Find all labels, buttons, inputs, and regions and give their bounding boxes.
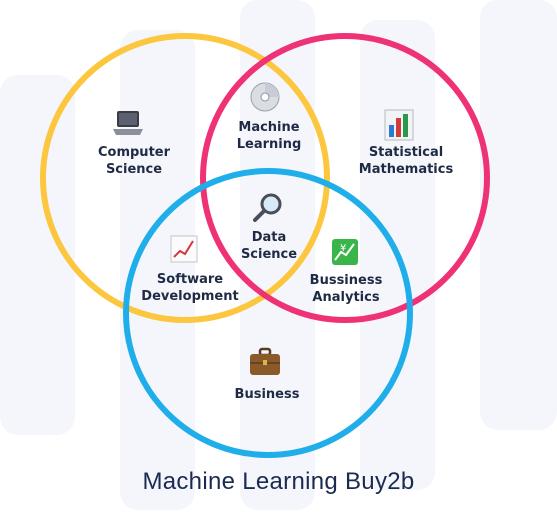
data-science-label: Data Science	[241, 229, 297, 263]
laptop-icon	[111, 106, 145, 140]
computer-science-ring	[40, 33, 330, 323]
statistics-ring	[200, 33, 490, 323]
yen-chart-icon: ¥	[328, 235, 362, 269]
label-line-2: Science	[105, 162, 163, 177]
label-line-2: Learning	[236, 137, 302, 152]
label-line-1: Machine	[238, 120, 300, 135]
label-line-1: Statistical	[368, 145, 444, 160]
svg-text:¥: ¥	[340, 243, 346, 254]
machine-learning-label: Machine Learning	[237, 119, 302, 153]
background-bar	[480, 0, 557, 430]
business-ring	[123, 168, 413, 458]
label-line-2: Development	[141, 289, 239, 304]
computer-science-label: Computer Science	[98, 144, 170, 178]
bar-chart-icon	[382, 108, 416, 142]
statistical-mathematics-label: Statistical Mathematics	[359, 144, 453, 178]
magnifier-icon	[251, 191, 285, 225]
briefcase-icon	[248, 345, 282, 379]
label-line-1: Business	[234, 387, 300, 402]
label-line-1: Bussiness	[309, 273, 383, 288]
line-chart-icon	[167, 232, 201, 266]
label-line-1: Data	[251, 230, 287, 245]
label-line-2: Science	[240, 247, 298, 262]
label-line-1: Computer	[97, 145, 171, 160]
software-development-label: Software Development	[141, 271, 238, 305]
label-line-1: Software	[156, 272, 224, 287]
business-analytics-label: Bussiness Analytics	[310, 272, 383, 306]
disc-icon	[248, 80, 282, 114]
diagram-title: Machine Learning Buy2b	[142, 468, 415, 495]
business-label: Business	[235, 386, 300, 403]
label-line-2: Analytics	[312, 290, 380, 305]
label-line-2: Mathematics	[358, 162, 454, 177]
